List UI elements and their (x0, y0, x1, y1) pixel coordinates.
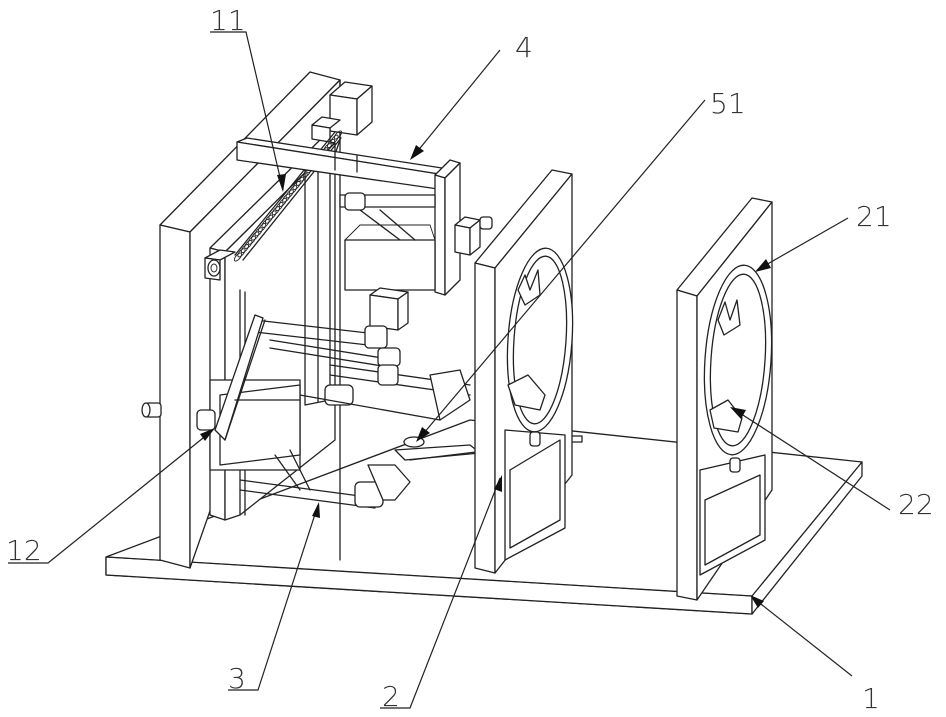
screw-thread (292, 180, 301, 191)
label-22: 22 (898, 488, 934, 521)
screw-thread (237, 248, 246, 258)
upper-clamp (339, 192, 436, 291)
screw-thread (254, 227, 263, 237)
screw-thread (247, 235, 256, 245)
screw-thread (233, 252, 243, 262)
screw-thread (261, 218, 270, 228)
screw-thread (295, 176, 305, 186)
top-beam (236, 137, 461, 296)
positioning-frame-2 (474, 169, 574, 574)
screw-thread (240, 244, 249, 254)
screw-thread (285, 189, 294, 199)
screw-thread (299, 172, 308, 182)
screw-thread (264, 214, 274, 224)
lower-clamp (239, 449, 411, 509)
screw-thread (271, 206, 281, 216)
screw-end-knob (204, 249, 236, 281)
screw-thread (251, 231, 260, 241)
middle-motor (369, 287, 409, 331)
horizontal-shafts (254, 319, 471, 421)
slider-block (196, 314, 301, 471)
ring-holder-frame (676, 197, 773, 601)
screw-thread (327, 138, 336, 148)
nozzle-track (394, 369, 583, 461)
screw-thread (278, 197, 287, 207)
label-11: 11 (210, 4, 246, 37)
label-3: 3 (228, 662, 246, 695)
tensioner-block (454, 216, 493, 256)
label-2: 2 (382, 680, 400, 713)
label-21: 21 (856, 200, 892, 233)
leader-lines (8, 31, 891, 709)
screw-thread (333, 130, 343, 140)
motor-block (311, 81, 373, 143)
label-51: 51 (710, 87, 746, 120)
screw-thread (330, 134, 339, 144)
screw-thread (244, 239, 253, 249)
label-1: 1 (862, 682, 880, 715)
screw-thread (258, 223, 267, 233)
label-4: 4 (515, 31, 533, 64)
screw-thread (268, 210, 277, 220)
screw-thread (289, 185, 298, 195)
side-knob (141, 402, 162, 418)
screw-thread (282, 193, 291, 203)
label-12: 12 (6, 534, 42, 567)
screw-thread (275, 201, 284, 212)
